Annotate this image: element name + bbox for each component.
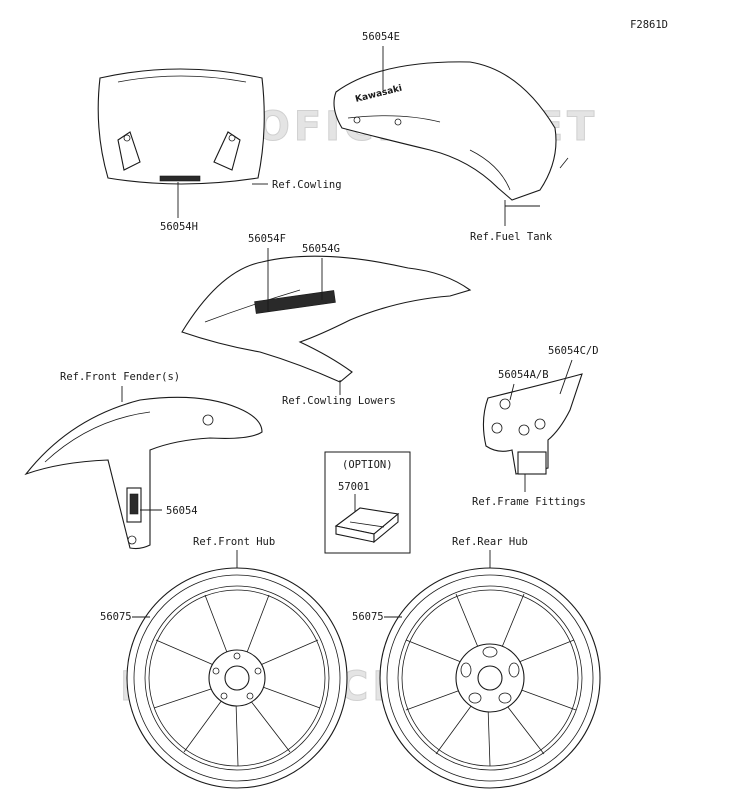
leader-56054CD	[559, 359, 573, 395]
ref-cowling: Ref.Cowling	[272, 179, 342, 191]
rear-wheel-spokes	[405, 593, 577, 767]
ref-front-hub: Ref.Front Hub	[193, 536, 275, 548]
tool-57001-part[interactable]	[334, 507, 400, 544]
ref-front-fender: Ref.Front Fender(s)	[60, 371, 180, 383]
label-56054E: 56054E	[362, 31, 400, 43]
rear-wheel-part[interactable]	[379, 567, 601, 789]
windscreen-left-bracket	[117, 131, 141, 171]
label-56054F: 56054F	[248, 233, 286, 245]
ref-cowling-lowers: Ref.Cowling Lowers	[282, 395, 396, 407]
front-wheel-spokes	[153, 594, 321, 767]
ref-rear-hub: Ref.Rear Hub	[452, 536, 528, 548]
windscreen-decal	[159, 175, 201, 182]
option-box: (OPTION) 57001	[324, 451, 411, 554]
ref-frame-fittings: Ref.Frame Fittings	[472, 496, 586, 508]
front-wheel-part[interactable]	[126, 567, 348, 789]
frame-fitting-block	[517, 451, 547, 475]
label-56054H: 56054H	[160, 221, 198, 233]
label-56054CD: 56054C/D	[548, 345, 599, 357]
windscreen-part[interactable]	[97, 68, 265, 185]
label-56075-front: 56075	[100, 611, 132, 623]
figure-code: F2861D	[630, 19, 668, 31]
frame-fittings-part[interactable]	[482, 373, 583, 475]
label-56075-rear: 56075	[352, 611, 384, 623]
option-box-label: (OPTION)	[342, 459, 393, 471]
cowling-lowers-part[interactable]	[181, 255, 472, 383]
ref-fuel-tank: Ref.Fuel Tank	[470, 231, 553, 243]
label-57001: 57001	[338, 481, 370, 493]
label-56054: 56054	[166, 505, 198, 517]
label-56054AB: 56054A/B	[498, 369, 549, 381]
leader-56054AB	[509, 383, 515, 401]
fuel-tank-cover-part[interactable]: Kawasaki	[333, 61, 569, 201]
label-56054G: 56054G	[302, 243, 340, 255]
front-fender-part[interactable]	[24, 396, 263, 550]
cowling-z-decal	[254, 290, 336, 314]
